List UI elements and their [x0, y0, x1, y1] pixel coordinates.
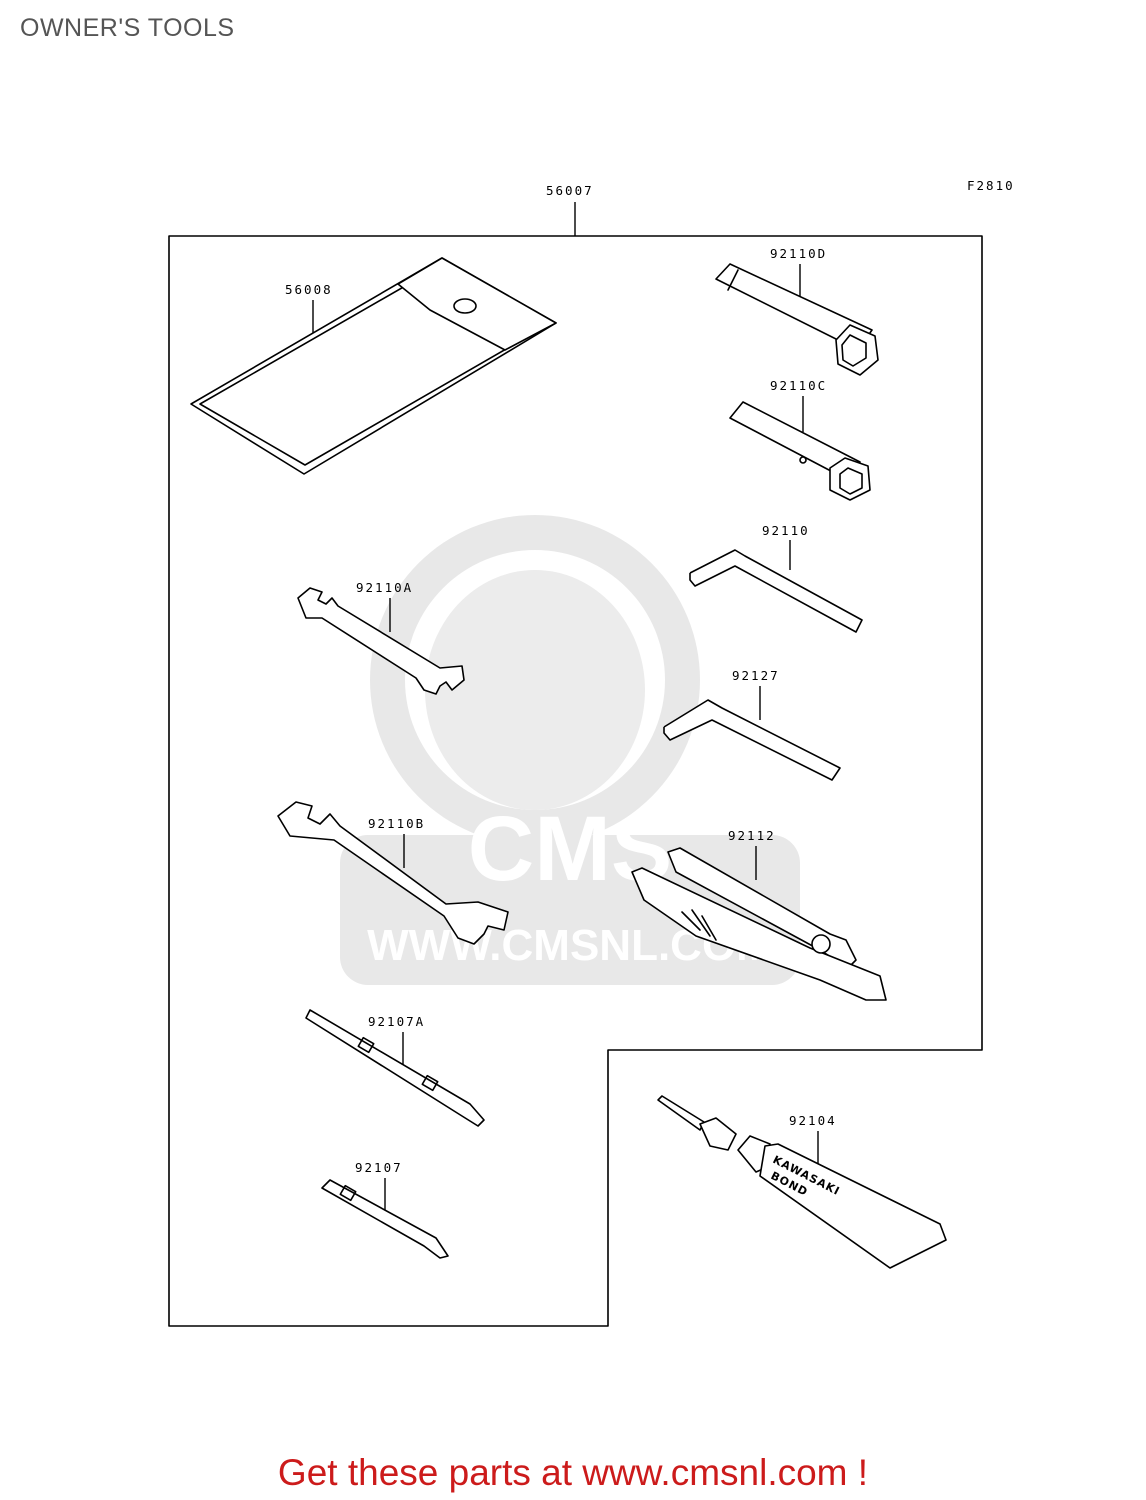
assembly-outline — [168, 235, 983, 1327]
part-label-56008: 56008 — [285, 282, 333, 297]
box-wrench-92110D[interactable]: 92110D — [715, 246, 879, 376]
figure-code: F2810 — [967, 178, 1015, 193]
part-label-92110B: 92110B — [368, 816, 425, 831]
screwdriver-92107[interactable]: 92107 — [321, 1160, 449, 1259]
pliers-92112[interactable]: 92112 — [631, 828, 887, 1001]
open-wrench-92110A[interactable]: 92110A — [297, 580, 465, 695]
part-label-92107: 92107 — [355, 1160, 403, 1175]
part-label-92110: 92110 — [762, 523, 810, 538]
part-label-92110A: 92110A — [356, 580, 413, 595]
hex-wrench-92127[interactable]: 92127 — [663, 668, 841, 781]
screwdriver-92107A[interactable]: 92107A — [305, 1009, 485, 1127]
part-label-92110D: 92110D — [770, 246, 827, 261]
open-wrench-92110B[interactable]: 92110B — [277, 801, 509, 945]
part-label-92104: 92104 — [789, 1113, 837, 1128]
part-label-92110C: 92110C — [770, 378, 827, 393]
footer-link[interactable]: Get these parts at www.cmsnl.com ! — [277, 1452, 869, 1493]
hex-wrench-92110[interactable]: 92110 — [689, 523, 863, 633]
page-title: OWNER'S TOOLS — [20, 14, 235, 42]
box-wrench-92110C[interactable]: 92110C — [729, 378, 871, 501]
tool-bag-56008[interactable]: 56008 — [190, 257, 557, 475]
bond-tube-92104[interactable]: 92104 KAWASAKI BOND — [657, 1095, 947, 1269]
part-label-92107A: 92107A — [368, 1014, 425, 1029]
part-label-56007: 56007 — [546, 183, 594, 198]
part-label-92112: 92112 — [728, 828, 776, 843]
part-label-92127: 92127 — [732, 668, 780, 683]
